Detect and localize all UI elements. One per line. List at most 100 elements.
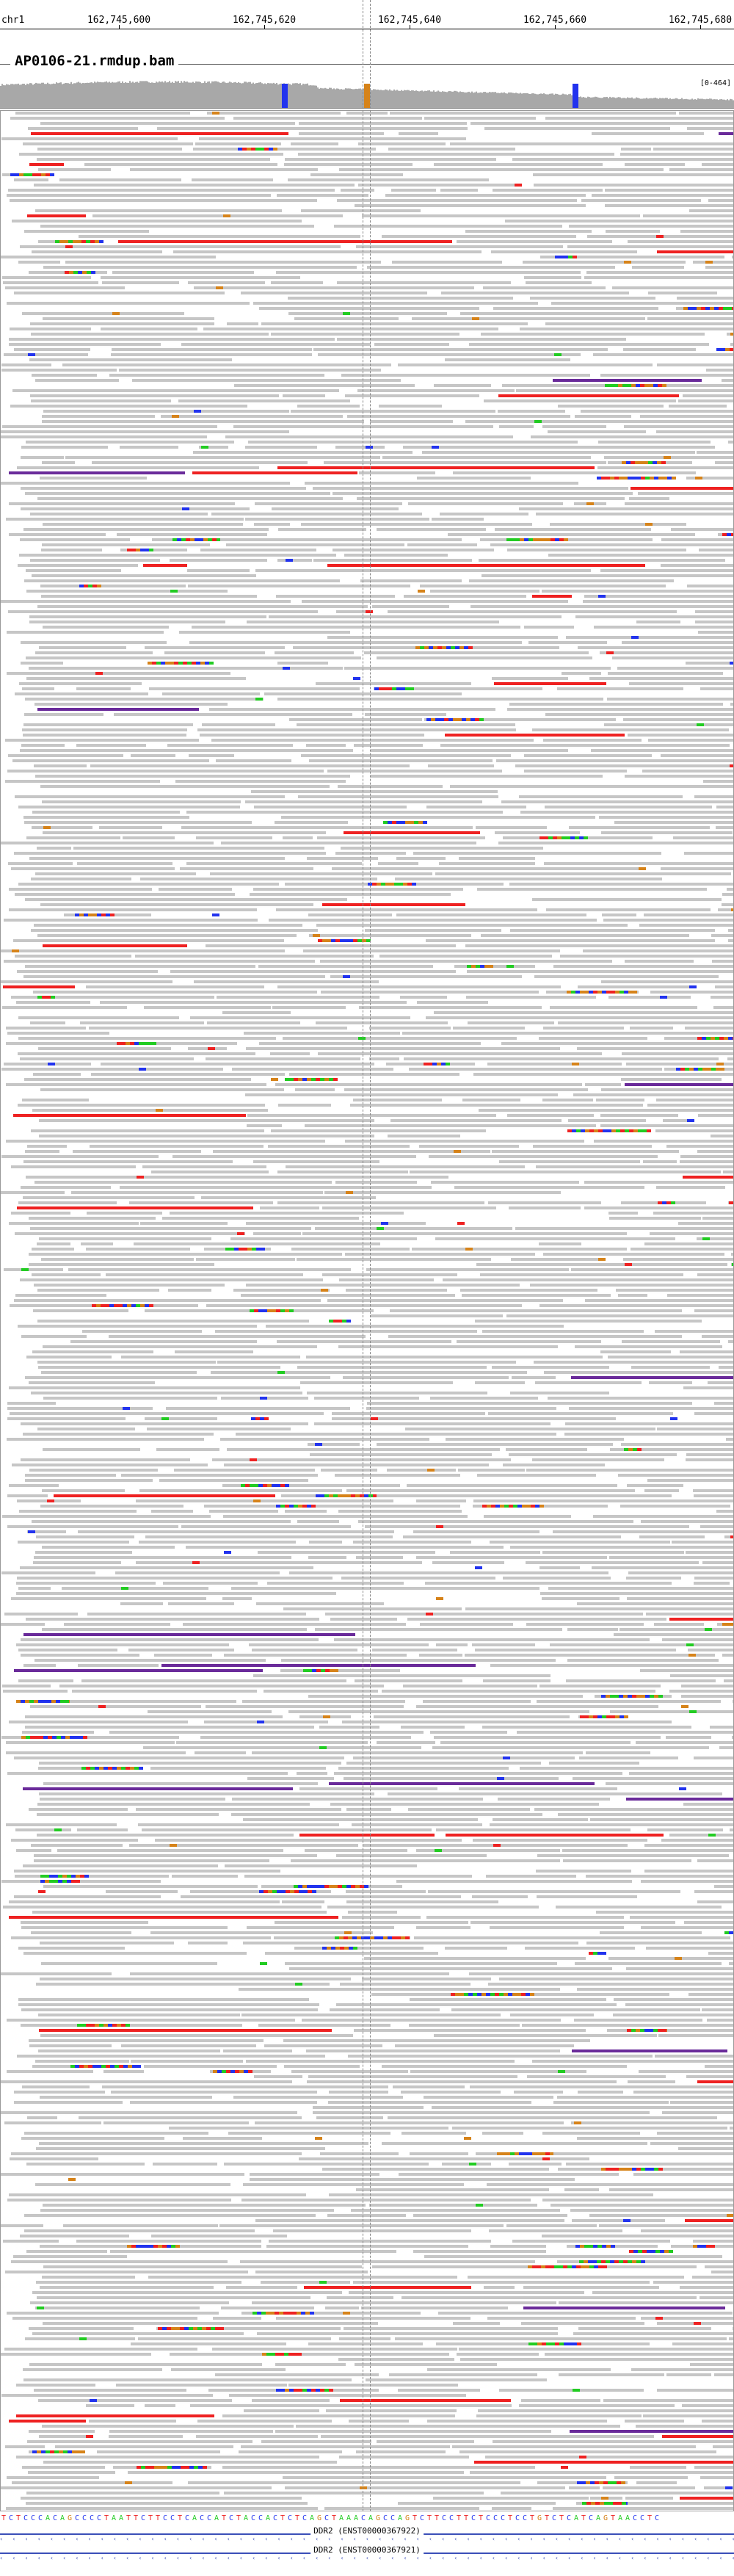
- aligned-read: [241, 1294, 455, 1297]
- deletion-read: [23, 1787, 293, 1790]
- aligned-read: [419, 1145, 519, 1148]
- aligned-read: [647, 1104, 734, 1107]
- read-mismatch: [426, 1613, 433, 1616]
- soft-clip-base: [495, 1505, 500, 1508]
- coverage-bar: [185, 82, 186, 108]
- read-mismatch: [697, 723, 704, 726]
- aligned-read: [143, 1746, 421, 1749]
- soft-clip-base: [520, 538, 524, 541]
- aligned-read: [557, 2260, 734, 2263]
- reference-base: A: [111, 2514, 117, 2522]
- aligned-read: [257, 2332, 558, 2335]
- aligned-read: [245, 446, 317, 449]
- soft-clip-base: [276, 1309, 280, 1312]
- aligned-read: [1, 435, 207, 438]
- alignment-reads-panel[interactable]: [0, 112, 734, 2510]
- aligned-read: [509, 1206, 581, 1209]
- soft-clip-base: [432, 1063, 437, 1066]
- aligned-read: [114, 713, 352, 716]
- soft-clip-base: [158, 2245, 162, 2248]
- aligned-read: [550, 1643, 734, 1646]
- aligned-read: [168, 1289, 211, 1292]
- coverage-track[interactable]: [0, 76, 734, 109]
- aligned-read: [2, 1006, 127, 1009]
- read-mismatch: [727, 2214, 734, 2217]
- soft-clip-base: [73, 240, 77, 243]
- reference-base: A: [243, 2514, 249, 2522]
- aligned-read: [36, 1535, 134, 1538]
- soft-clip-base: [662, 2029, 666, 2032]
- aligned-read: [465, 420, 734, 423]
- soft-clip-base: [63, 2450, 68, 2453]
- soft-clip-base: [401, 1936, 405, 1939]
- aligned-read: [600, 1350, 671, 1353]
- soft-clip-base: [117, 2024, 121, 2027]
- soft-clip-base: [45, 1875, 49, 1878]
- aligned-read: [192, 178, 273, 181]
- aligned-read: [273, 2229, 471, 2232]
- aligned-read: [227, 322, 258, 325]
- aligned-read: [365, 929, 501, 932]
- aligned-read: [678, 1222, 734, 1225]
- gene-track-transcript-1[interactable]: ‹‹‹‹‹‹‹‹‹‹‹‹‹‹‹‹‹‹‹‹‹‹‹‹‹‹‹‹‹‹‹‹‹‹‹‹‹‹‹‹…: [0, 2526, 734, 2542]
- soft-clip-base: [362, 939, 366, 942]
- aligned-read: [680, 1155, 734, 1158]
- aligned-read: [694, 1582, 730, 1585]
- read-mismatch: [675, 1957, 682, 1960]
- soft-clip-base: [667, 477, 672, 480]
- aligned-read: [694, 1890, 734, 1893]
- aligned-read: [434, 1011, 734, 1014]
- aligned-read: [356, 1556, 403, 1559]
- aligned-read: [423, 1700, 531, 1703]
- soft-clip-base: [589, 2245, 593, 2248]
- aligned-read: [202, 723, 275, 726]
- aligned-read: [10, 1412, 324, 1415]
- coverage-bar: [255, 83, 257, 108]
- reference-base: G: [537, 2514, 542, 2522]
- aligned-read: [24, 821, 252, 824]
- aligned-read: [33, 1309, 128, 1312]
- soft-clip-base: [91, 271, 95, 274]
- aligned-read: [222, 1484, 400, 1487]
- aligned-read: [589, 2214, 734, 2217]
- aligned-read: [86, 1248, 190, 1251]
- discordant-read: [9, 2420, 86, 2423]
- coverage-bar: [341, 89, 342, 108]
- track-name[interactable]: AP0106-21.rmdup.bam: [10, 53, 179, 69]
- gene-track-transcript-2[interactable]: ‹‹‹‹‹‹‹‹‹‹‹‹‹‹‹‹‹‹‹‹‹‹‹‹‹‹‹‹‹‹‹‹‹‹‹‹‹‹‹‹…: [0, 2545, 734, 2561]
- aligned-read: [335, 852, 406, 855]
- aligned-read: [428, 1890, 680, 1893]
- aligned-read: [340, 1983, 470, 1986]
- aligned-read: [462, 1294, 611, 1297]
- aligned-read: [571, 2121, 734, 2124]
- aligned-read: [536, 1870, 631, 1873]
- soft-clip-base: [126, 1042, 130, 1045]
- aligned-read: [403, 1535, 621, 1538]
- aligned-read: [2, 1685, 51, 1687]
- reference-base: C: [258, 2514, 264, 2522]
- coverage-bar: [526, 93, 527, 108]
- coverage-bar: [101, 82, 103, 108]
- soft-clip-base: [81, 2024, 86, 2027]
- aligned-read: [402, 1032, 734, 1035]
- soft-clip-base: [462, 718, 466, 721]
- soft-clip-base: [394, 883, 399, 886]
- soft-clip-base: [65, 271, 69, 274]
- aligned-read: [603, 2486, 695, 2489]
- soft-clip-base: [482, 1993, 486, 1996]
- aligned-read: [669, 1834, 734, 1837]
- aligned-read: [23, 1664, 56, 1667]
- soft-clip-base: [442, 646, 446, 649]
- aligned-read: [219, 2224, 504, 2227]
- reference-base: T: [412, 2514, 418, 2522]
- aligned-read: [499, 425, 534, 428]
- aligned-read: [470, 122, 734, 125]
- soft-clip-base: [563, 2265, 567, 2268]
- aligned-read: [9, 533, 106, 536]
- coverage-bar: [476, 91, 477, 108]
- soft-clip-base: [110, 2065, 115, 2068]
- aligned-read: [246, 1222, 426, 1225]
- aligned-read: [400, 996, 447, 999]
- coverage-bar: [606, 96, 608, 108]
- soft-clip-base: [489, 965, 493, 968]
